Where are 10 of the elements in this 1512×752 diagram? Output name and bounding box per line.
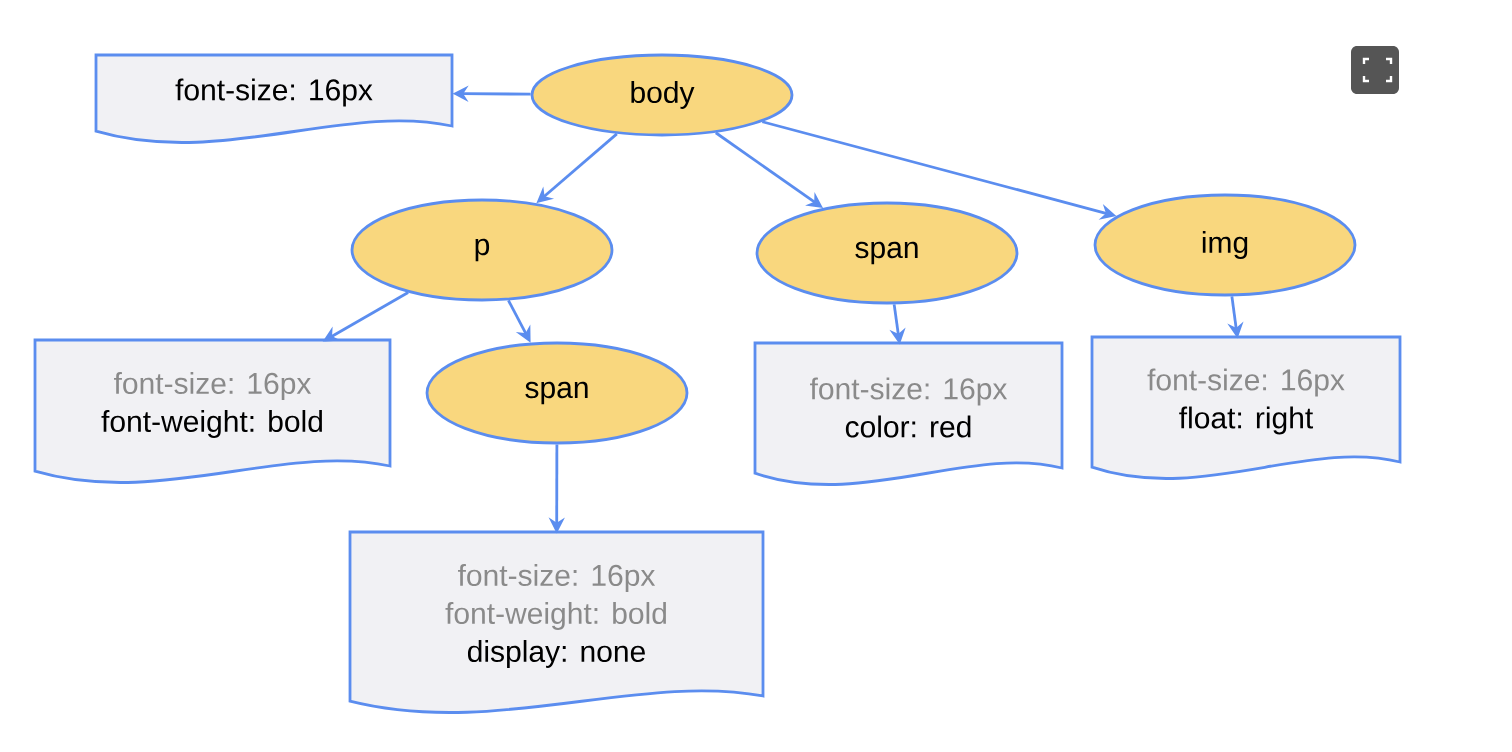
document-box: font-size: 16px font-weight: bold — [33, 338, 392, 484]
ellipse-node: img — [1093, 193, 1357, 297]
ellipse-node: span — [755, 201, 1019, 305]
ellipse-node: p — [350, 198, 614, 302]
ellipse-node: body — [530, 53, 794, 137]
document-box: font-size: 16px float: right — [1090, 335, 1402, 480]
document-box: font-size: 16px font-weight: bold display: none — [348, 530, 765, 714]
document-box: font-size: 16px color: red — [753, 341, 1064, 486]
ellipse-node: span — [425, 341, 689, 445]
document-box: font-size: 16px — [94, 53, 454, 144]
